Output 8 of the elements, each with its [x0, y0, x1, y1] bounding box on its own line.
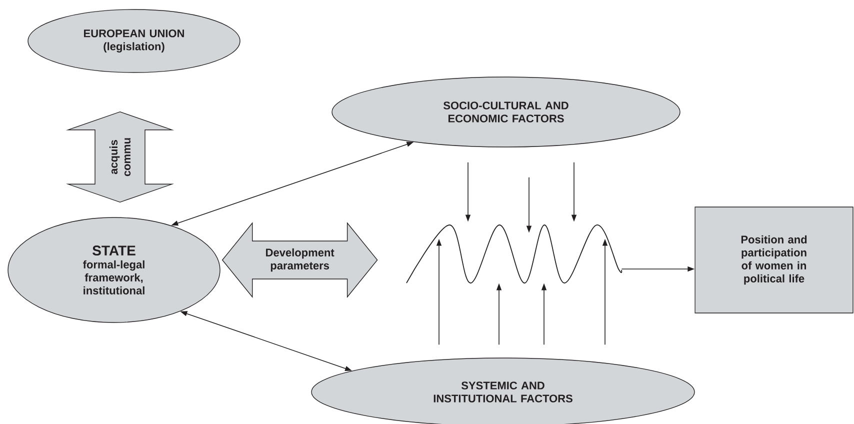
ellipse-node: SYSTEMIC AND INSTITUTIONAL FACTORS	[311, 358, 695, 424]
wave-curve	[406, 224, 622, 284]
ellipse-node: EUROPEAN UNION (legislation)	[28, 9, 240, 73]
edge-label: acquis commu	[109, 138, 131, 176]
rectangle-box: Position and participation of women in political life	[694, 206, 854, 314]
ellipse-node: STATE formal-legal framework, institutional	[8, 217, 220, 323]
edge-label: Development parameters	[266, 248, 334, 272]
ellipse-node: SOCIO-CULTURAL AND ECONOMIC FACTORS	[332, 76, 680, 148]
